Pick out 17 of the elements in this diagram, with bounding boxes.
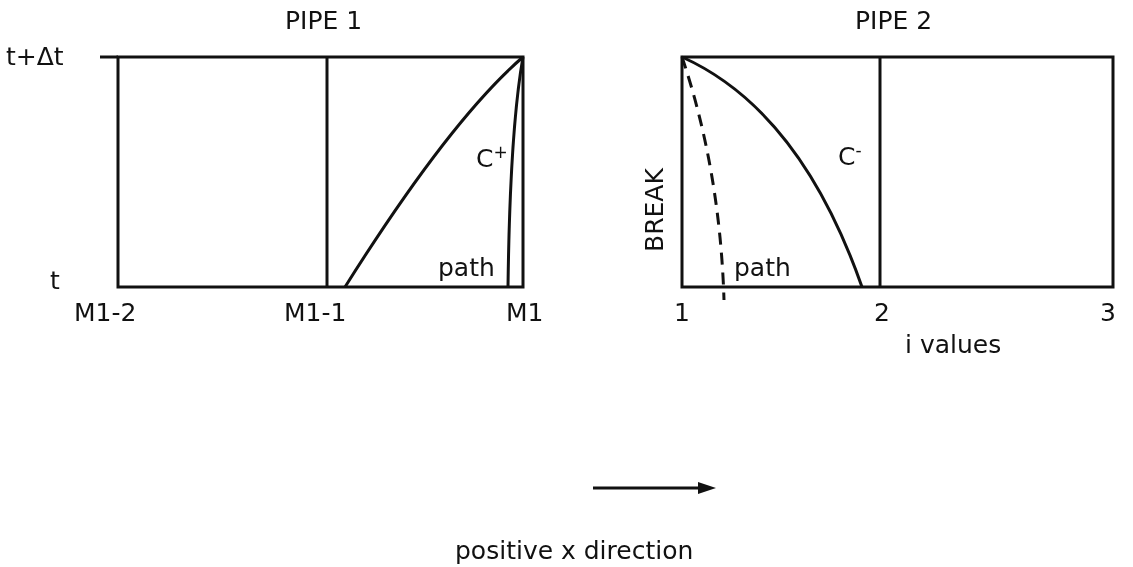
label-text: PIPE 2 (855, 8, 933, 33)
label-text: 1 (674, 300, 690, 325)
label-text: M1-2 (74, 300, 137, 325)
label-text: positive x direction (455, 538, 694, 563)
label-text: path (438, 255, 495, 280)
label-text: 2 (874, 300, 890, 325)
label-text: t (50, 268, 60, 293)
label-text: i values (905, 332, 1002, 357)
label-text: PIPE 1 (285, 8, 363, 33)
label-text: BREAK (642, 168, 667, 252)
label-text: path (734, 255, 791, 280)
label-text: C$^{+}$ (476, 146, 508, 171)
label-text: M1 (506, 300, 544, 325)
label-text: C$^{-}$ (838, 144, 862, 169)
label-text: M1-1 (284, 300, 347, 325)
label-text: t+Δt (6, 44, 64, 69)
label-text: 3 (1100, 300, 1116, 325)
